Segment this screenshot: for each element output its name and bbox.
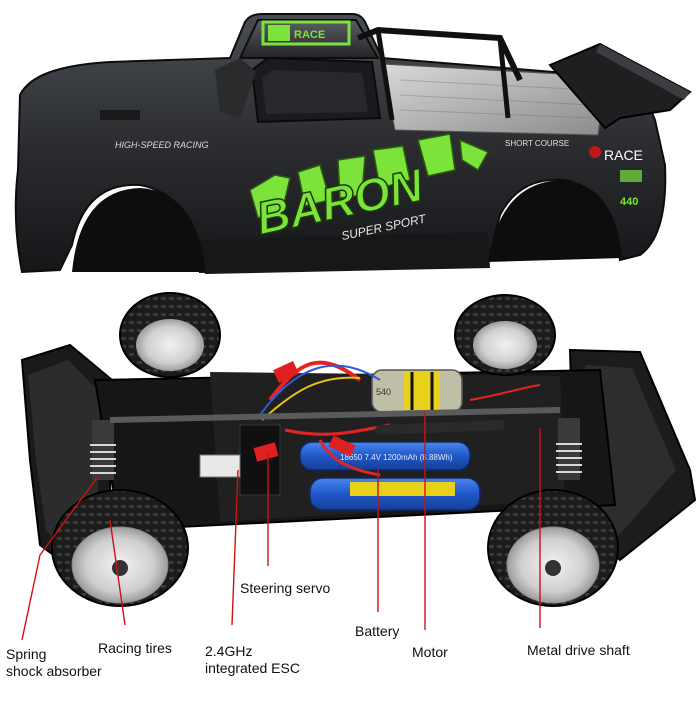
car-body-shell [14,13,692,274]
chassis: 540 18650 7.4V 1200mAh (8.88Wh) [20,292,697,607]
callout-spring-shock: Spring shock absorber [6,646,102,679]
body-side-text: HIGH-SPEED RACING [115,140,209,150]
callout-motor: Motor [412,644,448,660]
callout-steering-servo: Steering servo [240,580,331,596]
callout-leaders [21,412,541,641]
callout-racing-tires: Racing tires [98,640,172,656]
shock-absorber-left [90,420,116,480]
roof-box-text: RACE [294,29,325,41]
shock-absorber-right [556,418,582,480]
callout-battery: Battery [355,623,400,639]
body-brand: RACE [604,147,643,163]
motor-label: 540 [376,387,391,397]
body-number: 440 [620,196,638,208]
battery-label: 18650 7.4V 1200mAh (8.88Wh) [340,453,453,462]
body-badge: SHORT COURSE [505,139,569,148]
callout-drive-shaft: Metal drive shaft [527,642,630,658]
motor: 540 [371,369,463,413]
callout-esc: 2.4GHz integrated ESC [205,643,300,676]
